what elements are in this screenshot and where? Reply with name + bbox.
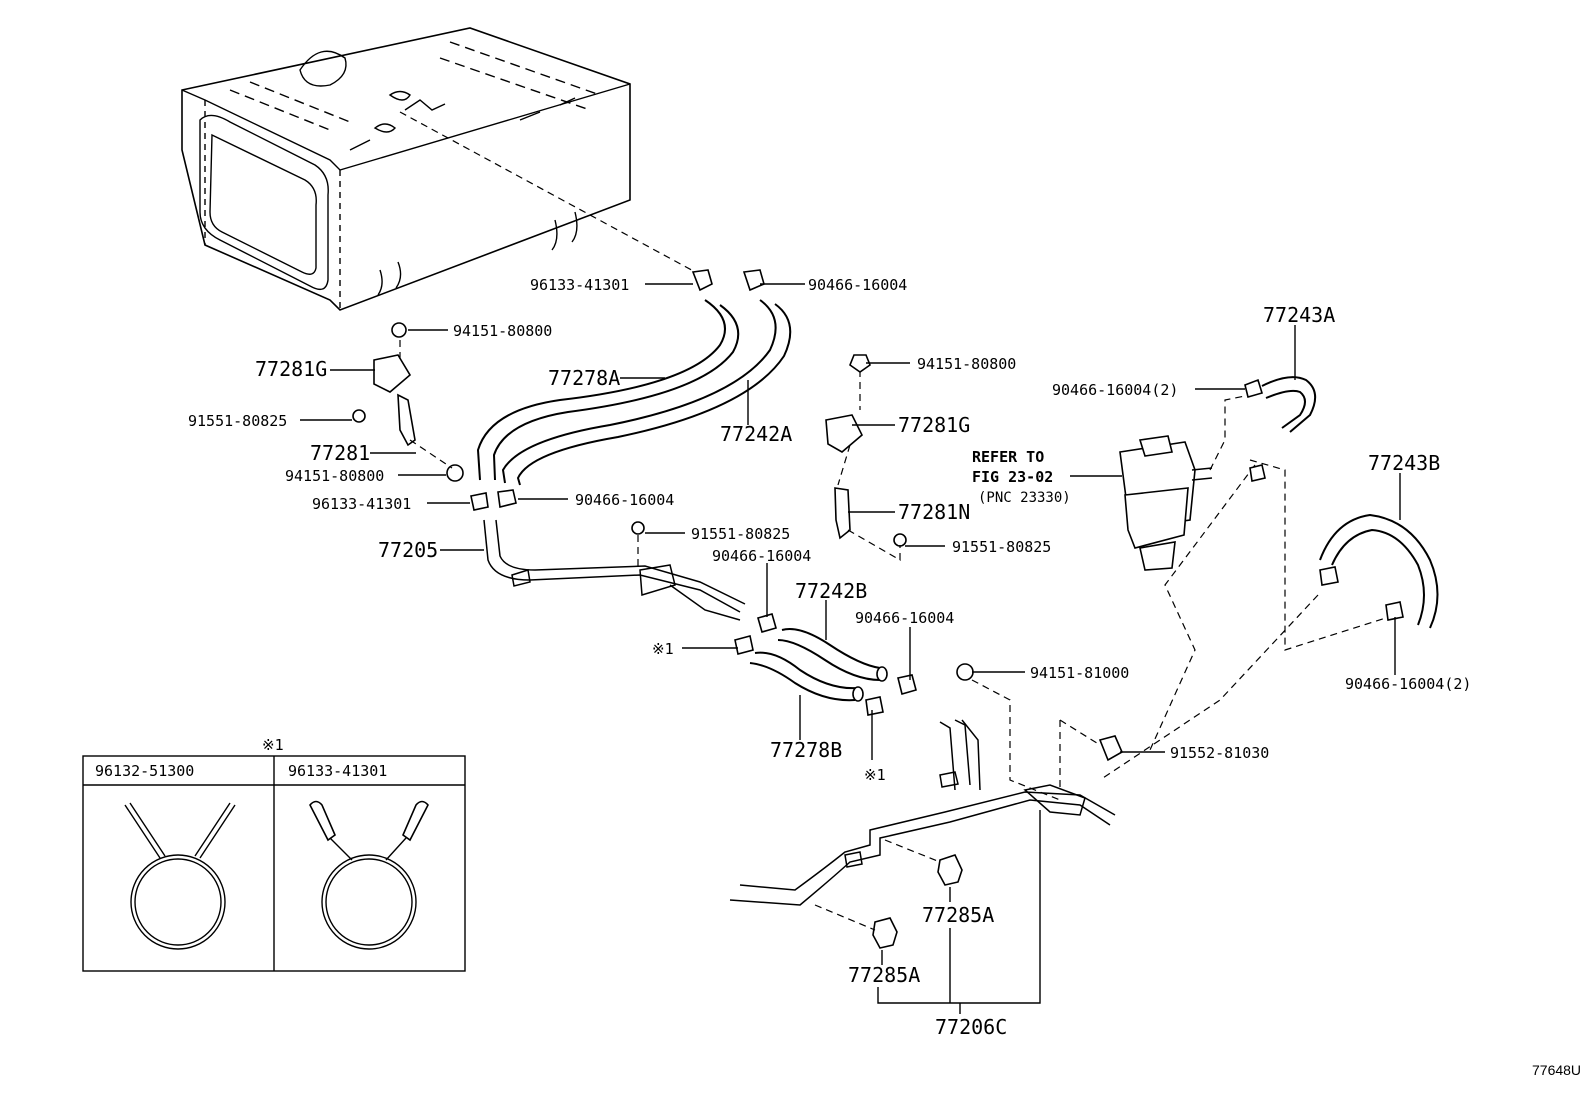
label-94151-81000: 94151-81000: [1030, 664, 1129, 682]
label-77285A-a: 77285A: [922, 903, 994, 927]
label-94151-80800-a: 94151-80800: [453, 322, 552, 340]
label-91551-80825-c: 91551-80825: [691, 525, 790, 543]
hose-77243A: [1244, 376, 1317, 433]
hose-77278A: [476, 299, 740, 481]
label-91552-81030: 91552-81030: [1170, 744, 1269, 762]
label-77206C: 77206C: [935, 1015, 1007, 1039]
label-90466-16004-d: 90466-16004: [855, 609, 954, 627]
label-77278A: 77278A: [548, 366, 620, 390]
label-refer-pnc: (PNC 23330): [978, 490, 1071, 506]
bracket-77281N: [825, 354, 907, 562]
clamp-90466-16004-top: [742, 269, 765, 292]
label-90466-16004-c: 90466-16004: [712, 547, 811, 565]
hose-77242A: [501, 299, 792, 486]
part-labels: 96133-41301 90466-16004 94151-80800 7728…: [95, 276, 1581, 1078]
hose-77243B: [1249, 464, 1439, 629]
label-91551-80825-b: 91551-80825: [952, 538, 1051, 556]
label-96133-41301-mid: 96133-41301: [312, 495, 411, 513]
canister-23330: [1119, 435, 1213, 571]
figure-id: 77648U: [1532, 1062, 1581, 1078]
inset-col2-header: 96133-41301: [288, 762, 387, 780]
fuel-tank: [181, 27, 631, 311]
label-77278B: 77278B: [770, 738, 842, 762]
label-90466-16004-top: 90466-16004: [808, 276, 907, 294]
label-77281G-a: 77281G: [255, 357, 327, 381]
pipe-77206C: [729, 719, 1116, 906]
hose-77278B: [749, 651, 864, 702]
clamps-lower: [734, 613, 917, 716]
label-ref1-a: ※1: [652, 640, 674, 658]
pipe-77205: [483, 519, 746, 621]
label-77281G-b: 77281G: [898, 413, 970, 437]
label-refer-to: REFER TO: [972, 448, 1044, 466]
hose-77242B: [777, 628, 888, 682]
label-90466-16004-mid: 90466-16004: [575, 491, 674, 509]
inset-table: [82, 755, 466, 972]
label-94151-80800-b: 94151-80800: [285, 467, 384, 485]
label-ref1-b: ※1: [864, 766, 886, 784]
clips-77285A: [814, 839, 963, 949]
label-77243A: 77243A: [1263, 303, 1335, 327]
label-refer-fig: FIG 23-02: [972, 468, 1053, 486]
label-91551-80825-a: 91551-80825: [188, 412, 287, 430]
label-90466-16004-2b: 90466-16004(2): [1345, 675, 1471, 693]
inset-col1-header: 96132-51300: [95, 762, 194, 780]
clamp-96133-41301-top: [691, 269, 713, 292]
label-77281: 77281: [310, 441, 370, 465]
label-90466-16004-2a: 90466-16004(2): [1052, 381, 1178, 399]
clamps-mid: [470, 489, 517, 511]
label-ref1-table: ※1: [262, 736, 284, 754]
label-77243B: 77243B: [1368, 451, 1440, 475]
bolt-91552-81030: [1059, 719, 1124, 790]
label-77281N: 77281N: [898, 500, 970, 524]
bracket-77281: [352, 322, 464, 482]
clip-96133-41301-drawing: [309, 800, 429, 950]
leader-lines: [300, 283, 1401, 1014]
clip-96132-51300-drawing: [124, 802, 236, 950]
label-77285A-b: 77285A: [848, 963, 920, 987]
label-77242A: 77242A: [720, 422, 792, 446]
label-94151-80800-c: 94151-80800: [917, 355, 1016, 373]
label-77242B: 77242B: [795, 579, 867, 603]
label-96133-41301-top: 96133-41301: [530, 276, 629, 294]
label-77205: 77205: [378, 538, 438, 562]
